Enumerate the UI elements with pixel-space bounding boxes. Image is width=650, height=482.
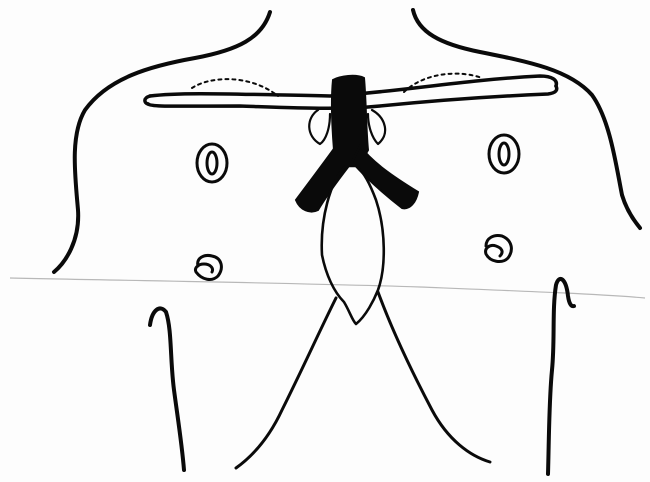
left-neck-shoulder-outline	[54, 12, 270, 272]
left-arm-torso-outline	[150, 308, 184, 470]
right-arm-torso-outline	[548, 279, 574, 474]
left-oval-marker-inner	[207, 152, 217, 174]
right-neck-shoulder-outline	[413, 10, 640, 228]
clavicle-bar-left-end	[145, 96, 150, 104]
left-nipple-mark	[195, 255, 221, 279]
sternum-outline	[322, 166, 384, 324]
left-small-loop	[309, 110, 330, 144]
paper-fold-line	[10, 278, 645, 298]
right-oval-marker-outer	[489, 135, 519, 173]
right-rib-margin	[378, 292, 490, 462]
central-left-branch	[296, 146, 352, 212]
right-oval-marker-inner	[499, 143, 509, 165]
central-right-branch	[352, 146, 418, 208]
left-rib-margin	[236, 298, 336, 468]
right-small-loop	[368, 110, 385, 144]
left-oval-marker-outer	[197, 144, 227, 182]
right-nipple-mark	[486, 235, 512, 261]
